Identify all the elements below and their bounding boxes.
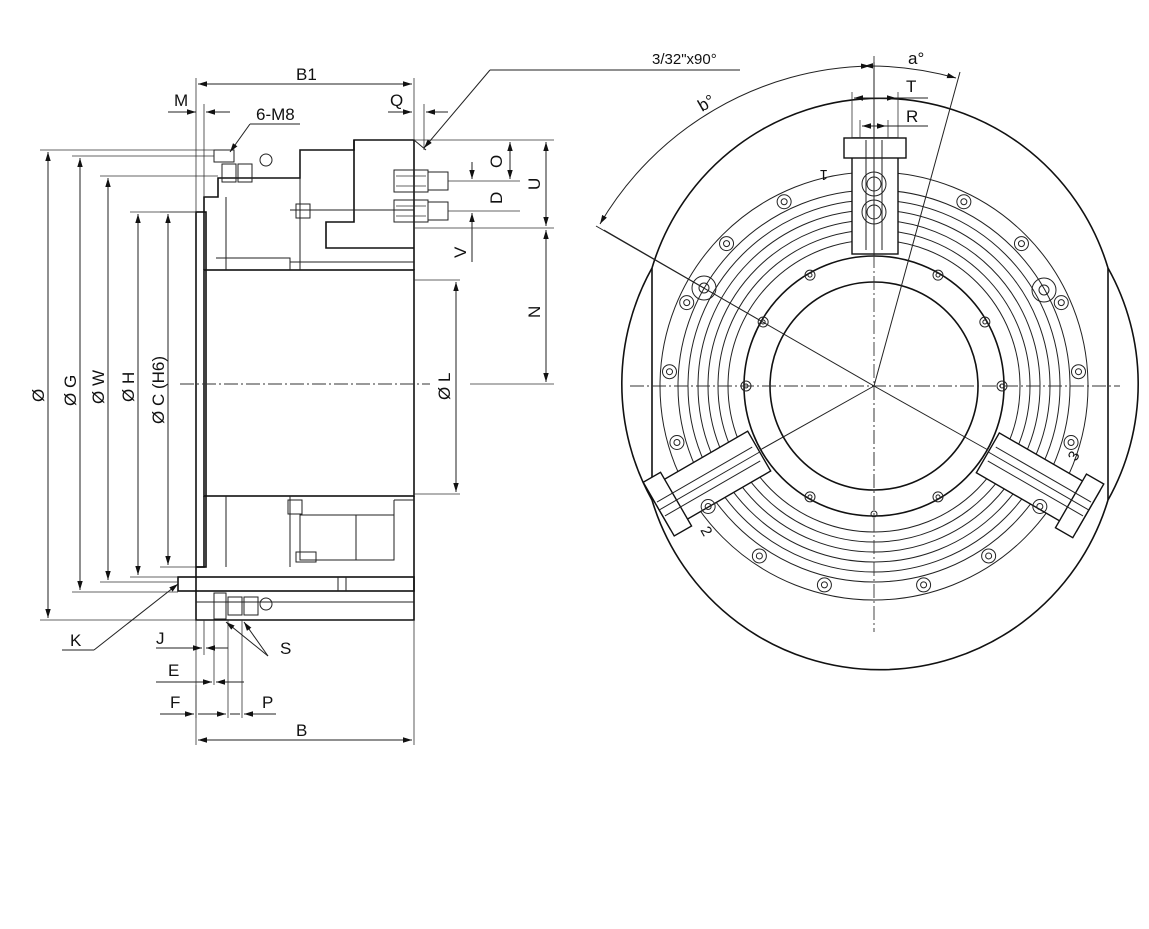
- front-view: 1 2 3: [595, 49, 1139, 671]
- outer-bolt-hole: [679, 295, 695, 311]
- front-outer-body: [621, 267, 1139, 501]
- dim-k: K: [70, 631, 82, 650]
- dim-w: Ø W: [89, 370, 108, 404]
- inner-bolt-hole: [804, 269, 816, 281]
- inner-bolt-hole: [804, 491, 816, 503]
- jaw-3-label: 3: [1065, 448, 1084, 464]
- dim-l: Ø L: [435, 373, 454, 400]
- outer-bolt-hole: [916, 577, 932, 593]
- dim-j: J: [156, 629, 165, 648]
- dim-q: Q: [390, 91, 403, 110]
- jaw-3: [642, 430, 772, 537]
- outer-bolt-hole-core: [1067, 439, 1075, 447]
- jaw-1: [843, 137, 907, 255]
- outer-bolt-hole: [661, 364, 677, 380]
- inner-bolt-hole-core: [982, 319, 988, 325]
- inner-bolt-hole-core: [760, 319, 766, 325]
- front-angle-dims: [595, 62, 961, 387]
- inner-bolt-hole: [932, 269, 944, 281]
- outer-bolt-hole-core: [780, 198, 788, 206]
- dim-t: T: [906, 77, 916, 96]
- front-inner-bolt-holes: [740, 269, 1008, 503]
- dim-g: Ø G: [61, 375, 80, 406]
- outer-bolt-hole-core: [723, 240, 731, 248]
- dim-n: N: [525, 306, 544, 318]
- inner-bolt-hole-core: [743, 383, 749, 389]
- dim-r: R: [906, 107, 918, 126]
- outer-bolt-hole-core: [920, 581, 928, 589]
- right-dimensions: [414, 139, 554, 495]
- angle-b: b°: [695, 91, 719, 116]
- outer-bolt-hole-core: [985, 552, 993, 560]
- outer-bolt-hole: [816, 577, 832, 593]
- dim-s: S: [280, 639, 291, 658]
- dim-e: E: [168, 661, 179, 680]
- inner-bolt-hole: [740, 380, 752, 392]
- outer-bolt-hole: [1053, 295, 1069, 311]
- jaw-2-label: 2: [697, 524, 716, 540]
- inner-bolt-hole: [979, 316, 991, 328]
- left-dimensions: [40, 149, 218, 621]
- outer-bolt-hole: [1063, 435, 1079, 451]
- inner-bolt-hole: [757, 316, 769, 328]
- outer-bolt-hole: [669, 435, 685, 451]
- side-view: Ø Ø G Ø W Ø H Ø C (H6) B1 M 6-M8 Q 3/32"…: [29, 51, 740, 745]
- inner-bolt-hole-core: [935, 494, 941, 500]
- bottom-dimensions: [62, 583, 415, 745]
- side-body-outline: [177, 139, 449, 621]
- outer-bolt-hole-core: [1057, 299, 1065, 307]
- outer-bolt-hole-core: [665, 368, 673, 376]
- dim-thread: 6-M8: [256, 105, 295, 124]
- dim-chamfer: 3/32"x90°: [652, 51, 717, 68]
- outer-bolt-hole-core: [1075, 368, 1083, 376]
- front-outer-bolt-holes: [661, 194, 1087, 593]
- dim-m: M: [174, 91, 188, 110]
- dim-o: O: [487, 155, 506, 168]
- inner-bolt-hole-core: [807, 494, 813, 500]
- angle-a: a°: [908, 49, 924, 68]
- dim-c: Ø C (H6): [149, 356, 168, 424]
- dim-u: U: [525, 178, 544, 190]
- inner-bolt-hole: [996, 380, 1008, 392]
- dim-b: B: [296, 721, 307, 740]
- outer-bolt-hole: [719, 236, 735, 252]
- outer-bolt-hole: [1013, 236, 1029, 252]
- outer-bolt-hole: [981, 548, 997, 564]
- outer-bolt-hole: [776, 194, 792, 210]
- inner-bolt-hole-core: [999, 383, 1005, 389]
- outer-bolt-hole-core: [704, 502, 712, 510]
- outer-bolt-hole-core: [673, 439, 681, 447]
- dim-d: D: [487, 192, 506, 204]
- dim-p: P: [262, 693, 273, 712]
- front-large-holes: [691, 275, 1057, 303]
- outer-bolt-hole: [751, 548, 767, 564]
- outer-bolt-hole: [700, 498, 716, 514]
- dim-phi: Ø: [29, 389, 48, 402]
- outer-bolt-hole-core: [755, 552, 763, 560]
- top-dimensions: [168, 69, 740, 212]
- dim-h: Ø H: [119, 372, 138, 402]
- outer-bolt-hole: [1032, 498, 1048, 514]
- dim-v: V: [451, 246, 470, 258]
- outer-bolt-hole-core: [820, 581, 828, 589]
- outer-bolt-hole: [956, 194, 972, 210]
- jaw-2: [975, 431, 1105, 539]
- dim-b1: B1: [296, 65, 317, 84]
- outer-bolt-hole: [1071, 364, 1087, 380]
- inner-bolt-hole: [932, 491, 944, 503]
- jaw-1-label: 1: [820, 166, 828, 183]
- inner-bolt-hole-core: [935, 272, 941, 278]
- outer-bolt-hole-core: [1036, 502, 1044, 510]
- dim-f: F: [170, 693, 180, 712]
- inner-bolt-hole-core: [807, 272, 813, 278]
- outer-bolt-hole-core: [683, 299, 691, 307]
- outer-bolt-hole-core: [960, 198, 968, 206]
- outer-bolt-hole-core: [1017, 240, 1025, 248]
